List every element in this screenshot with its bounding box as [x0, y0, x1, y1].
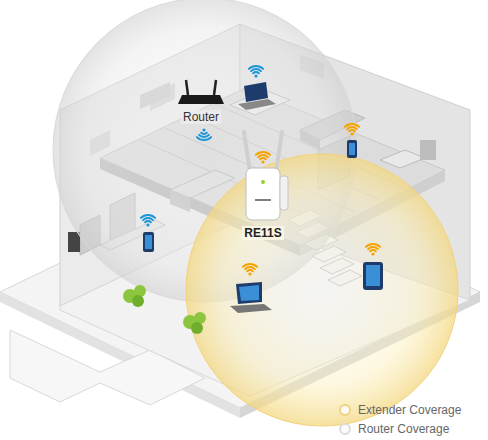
router-label: Router — [181, 110, 221, 124]
legend-entry: Router Coverage — [338, 422, 449, 436]
legend-swatch-box — [338, 422, 352, 436]
legend-swatch — [340, 405, 350, 415]
legend-text: Extender Coverage — [358, 403, 461, 417]
legend-swatch-box — [338, 403, 352, 417]
legend-entry: Extender Coverage — [338, 403, 461, 417]
extender-coverage — [186, 154, 458, 426]
devices — [141, 66, 383, 313]
extender-label: RE11S — [242, 226, 283, 240]
router-icon — [178, 80, 224, 140]
legend-swatch — [340, 424, 350, 434]
plants — [123, 285, 206, 334]
extender-device — [244, 132, 288, 220]
legend-text: Router Coverage — [358, 422, 449, 436]
